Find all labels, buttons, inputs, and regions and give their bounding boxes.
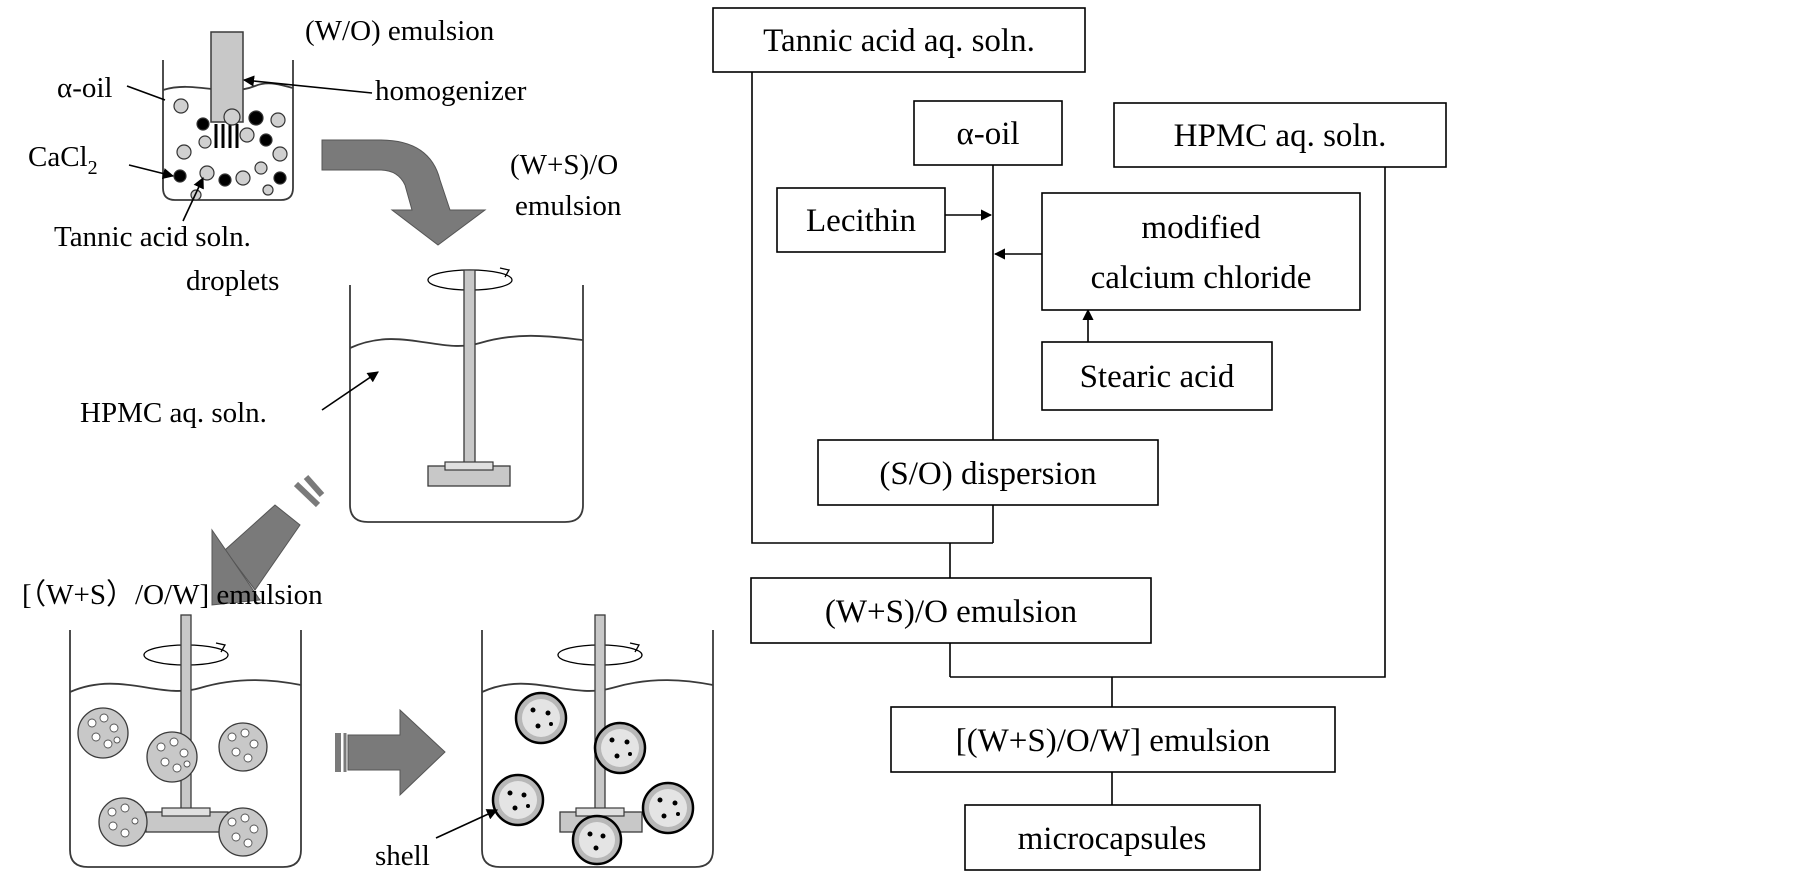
cacl2-pointer: [128, 164, 175, 179]
box-stearic-acid: Stearic acid: [1041, 341, 1273, 411]
droplets: [173, 98, 288, 201]
box-wso-emulsion: (W+S)/O emulsion: [750, 577, 1152, 644]
svg-text:Stearic acid: Stearic acid: [1080, 359, 1235, 395]
wso-emulsion-label: (W+S)/O: [510, 149, 618, 181]
curved-process-arrow: [321, 139, 487, 246]
alpha-oil-label: α-oil: [57, 72, 112, 104]
wso-emulsion-label-2: emulsion: [515, 190, 622, 222]
shell-label: shell: [375, 840, 430, 872]
svg-text:microcapsules: microcapsules: [1018, 821, 1207, 857]
svg-text:α-oil: α-oil: [956, 116, 1019, 152]
svg-text:Tannic acid aq. soln.: Tannic acid aq. soln.: [763, 23, 1035, 59]
cacl2-label: CaCl2: [28, 141, 98, 179]
flowchart-connectors: [751, 72, 1386, 805]
svg-text:Lecithin: Lecithin: [806, 203, 916, 239]
tannic-droplets-pointer: [182, 176, 204, 222]
box-lecithin: Lecithin: [776, 187, 946, 253]
horizontal-process-arrow: [335, 708, 446, 797]
box-wsow-emulsion: [(W+S)/O/W] emulsion: [890, 706, 1336, 773]
alpha-oil-pointer: [126, 85, 166, 101]
microcapsule-beaker: [481, 614, 714, 868]
svg-text:(W+S)/O emulsion: (W+S)/O emulsion: [825, 594, 1077, 630]
homogenizer-label: homogenizer: [375, 75, 527, 107]
diagonal-process-arrow: [211, 475, 325, 606]
hpmc-beaker: [349, 267, 584, 523]
wsow-beaker-left: [69, 614, 302, 868]
wo-emulsion-beaker: [162, 31, 294, 201]
hpmc-pointer: [321, 371, 379, 411]
homogenizer-pointer: [242, 75, 373, 94]
wo-emulsion-label: (W/O) emulsion: [305, 15, 495, 47]
box-so-dispersion: (S/O) dispersion: [817, 439, 1159, 506]
svg-text:modified: modified: [1141, 210, 1261, 246]
wsow-emulsion-label: [（W+S）/O/W] emulsion: [22, 579, 323, 611]
hpmc-label: HPMC aq. soln.: [80, 397, 267, 429]
box-alpha-oil: α-oil: [913, 100, 1063, 166]
shell-pointer: [435, 809, 499, 839]
box-microcapsules: microcapsules: [964, 804, 1261, 871]
box-modified-calcium-chloride: modified calcium chloride: [1041, 192, 1361, 311]
svg-text:(S/O) dispersion: (S/O) dispersion: [879, 456, 1096, 492]
box-hpmc: HPMC aq. soln.: [1113, 102, 1447, 168]
tannic-droplets-label-2: droplets: [186, 265, 279, 297]
tannic-droplets-label: Tannic acid soln.: [54, 221, 251, 253]
box-tannic-acid: Tannic acid aq. soln.: [712, 7, 1086, 73]
svg-text:[(W+S)/O/W] emulsion: [(W+S)/O/W] emulsion: [956, 723, 1271, 759]
svg-text:calcium chloride: calcium chloride: [1091, 260, 1312, 296]
svg-text:HPMC aq. soln.: HPMC aq. soln.: [1174, 118, 1387, 154]
